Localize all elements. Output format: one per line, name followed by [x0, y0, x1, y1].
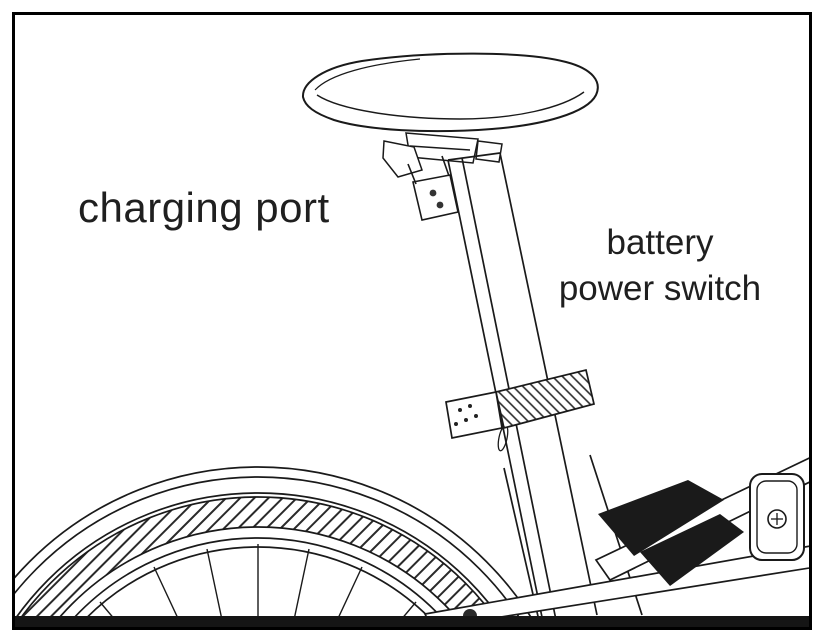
battery-power-switch-label: battery power switch: [520, 220, 800, 312]
charging-port: [407, 155, 459, 221]
frame-cutout-dark-2: [640, 514, 744, 586]
rear-fender: [15, 466, 538, 627]
frame-cutout-dark: [598, 480, 724, 556]
wheel-spokes: [99, 544, 417, 627]
seat-saddle: [301, 52, 599, 133]
charging-port-label: charging port: [78, 184, 330, 231]
rear-reflector: [749, 473, 805, 561]
rear-tire: [15, 492, 508, 627]
battery-power-switch: [445, 368, 596, 440]
image-crop-bar: [15, 616, 809, 627]
saddle-clamp: [382, 132, 503, 178]
battery-power-switch-label-line2: power switch: [558, 269, 762, 308]
battery-power-switch-label-line1: battery: [606, 223, 714, 262]
